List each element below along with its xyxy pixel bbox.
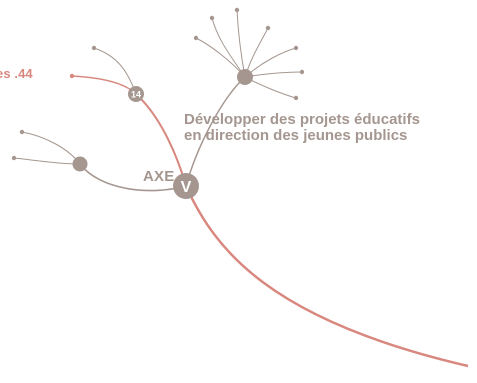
axis-title-line-1: Développer des projets éducatifs [184,111,420,128]
twig-end-dot [11,155,17,161]
axis-title-line-2: en direction des jeunes publics [184,127,408,144]
twig-end-dot [293,45,299,51]
cluster-node [237,69,253,85]
twig-end-dot [293,95,299,101]
axe-label: AXE [143,168,175,185]
axe-number: V [181,179,192,196]
cluster-twig-6 [244,71,303,78]
twig-end-dot [209,15,215,21]
twig-end-dot [19,129,25,135]
main-stem [184,185,469,368]
hub-to-cluster-branch [185,76,246,187]
page-reference[interactable]: es .44 [0,66,33,81]
page-ref-dot [69,73,75,79]
page-number-node [128,86,144,102]
axis-title: Développer des projets éducatifs en dire… [184,112,420,144]
cluster-twig-4 [244,27,269,78]
left-node [72,156,88,172]
twig-end-dot [193,35,199,41]
cluster-twig-1 [195,37,246,78]
page-ref-branch [71,75,137,95]
twig-end-dot [265,25,271,31]
left-twig-bottom [13,157,81,165]
twig-end-dot [91,45,97,51]
cluster-twig-7 [244,76,297,99]
left-twig-top [21,131,81,165]
axe-hub-node [173,173,199,199]
twig-end-dot [234,7,240,13]
twig-end-dot [299,69,305,75]
node-14-twig-top [93,47,137,95]
page-number-badge: 14 [131,90,141,100]
